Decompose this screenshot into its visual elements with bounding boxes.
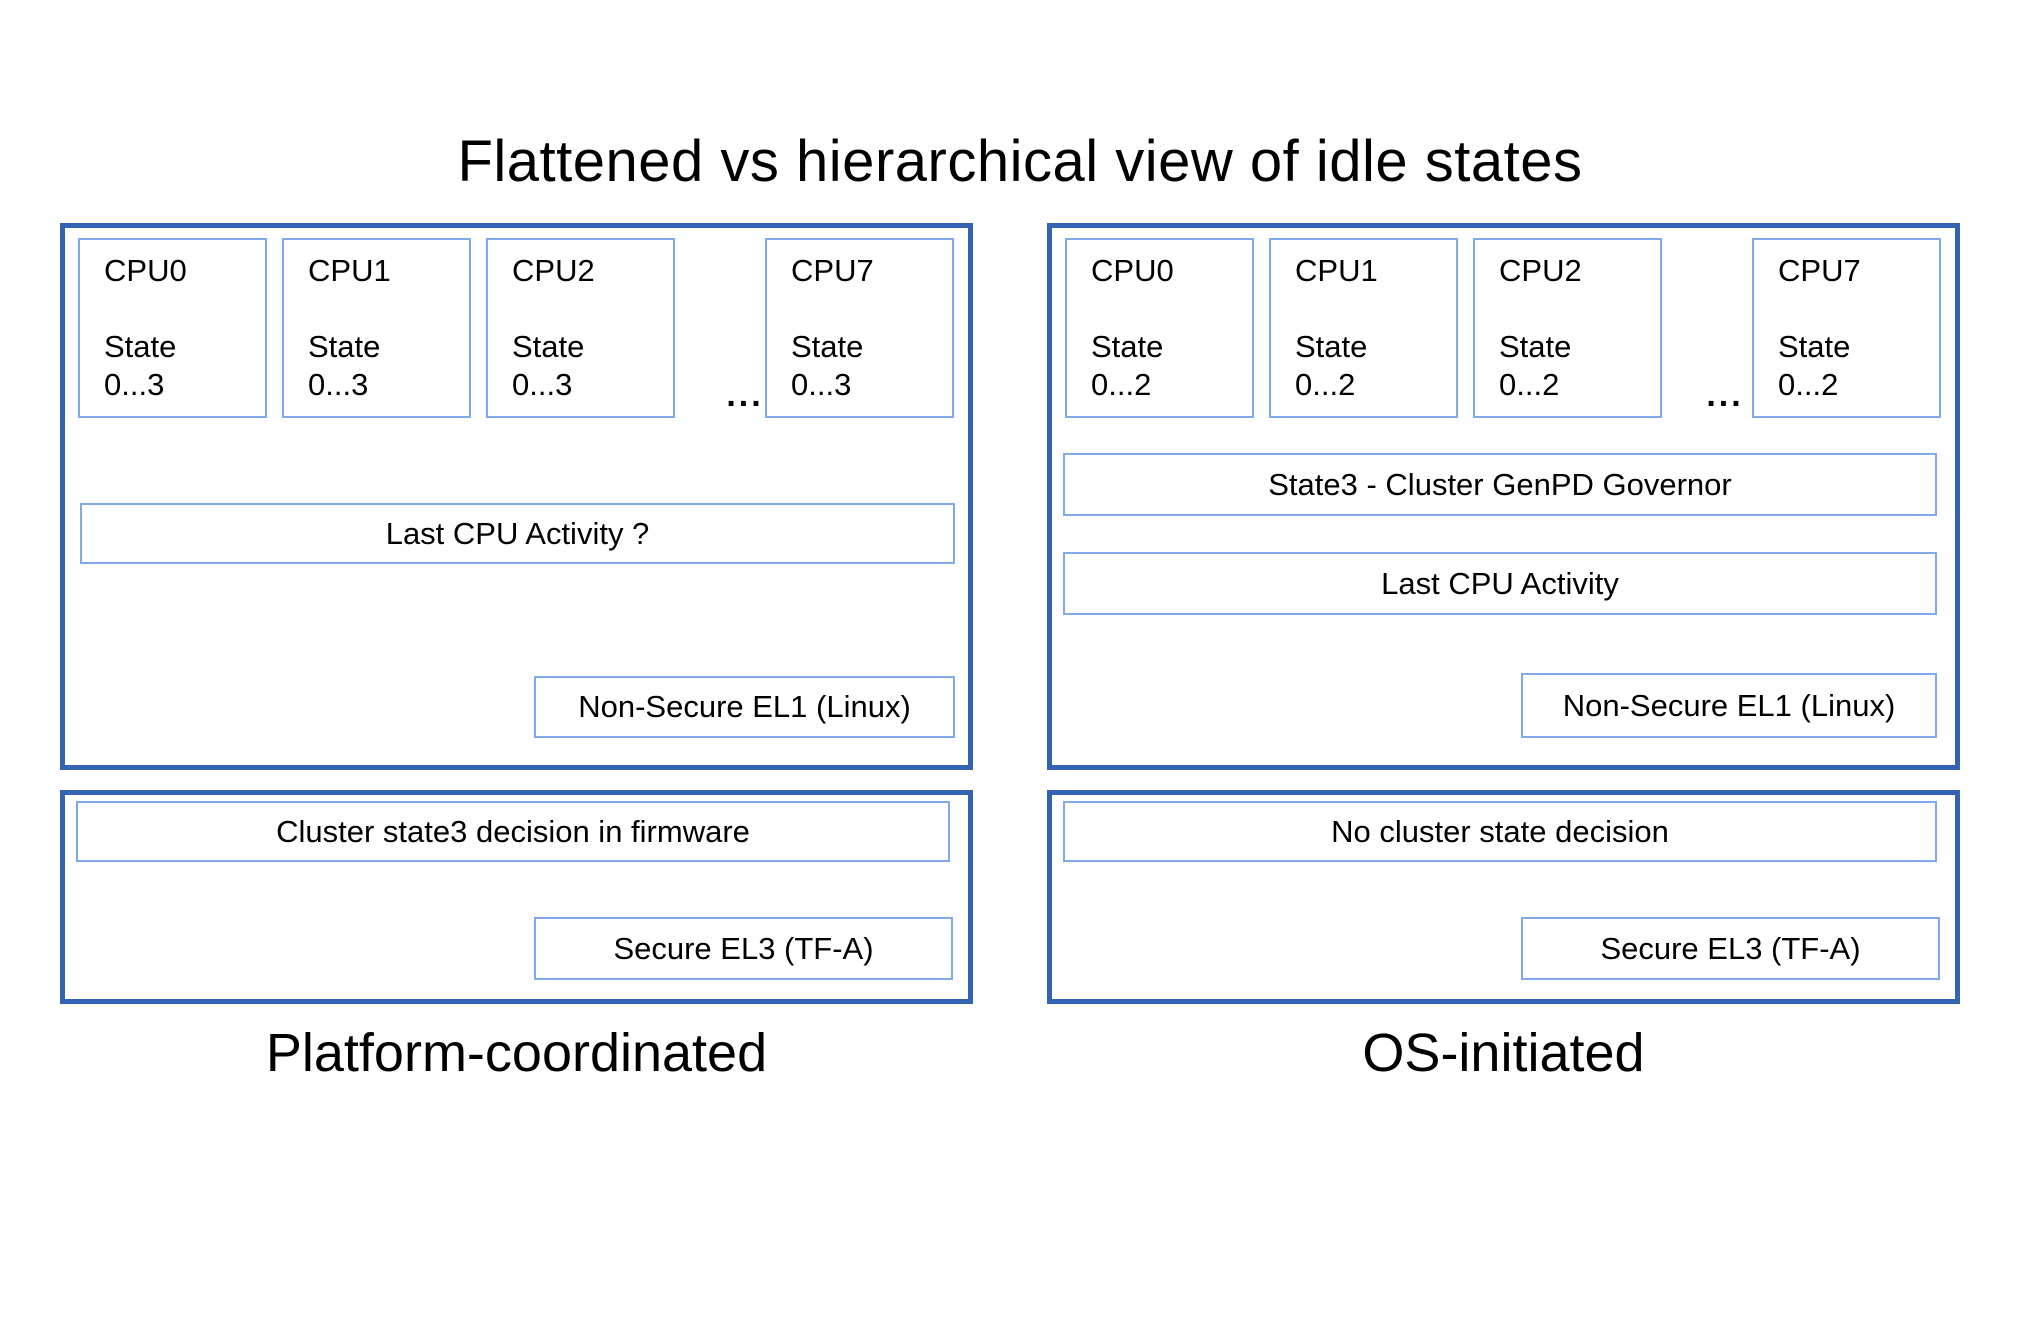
cpu-state-range: 0...2 [1091, 367, 1152, 403]
non-secure-el1-box: Non-Secure EL1 (Linux) [1521, 673, 1937, 738]
cpu-name: CPU1 [1295, 253, 1378, 288]
caption-os-initiated: OS-initiated [1362, 1023, 1645, 1083]
cpu-name: CPU2 [512, 253, 595, 288]
caption-platform-coordinated: Platform-coordinated [265, 1023, 768, 1083]
right-secure-panel: No cluster state decision Secure EL3 (TF… [1047, 790, 1960, 1004]
cpu-state-label: State [791, 329, 864, 365]
cpu-state-range: 0...2 [1295, 367, 1356, 403]
cpu-state-label: State [1778, 329, 1851, 365]
cpu-state-range: 0...2 [1778, 367, 1839, 403]
cpu-state-label: State [104, 329, 177, 365]
secure-el3-box: Secure EL3 (TF-A) [534, 917, 953, 980]
cpu-state-range: 0...3 [791, 367, 852, 403]
cpu-state-label: State [1091, 329, 1164, 365]
cpu-state-label: State [512, 329, 585, 365]
cpu-state-label: State [1499, 329, 1572, 365]
cpu-name: CPU0 [104, 253, 187, 288]
cpu-ellipsis: ... [1706, 376, 1744, 414]
cluster-decision-box: Cluster state3 decision in firmware [76, 801, 950, 862]
cpu-state-label: State [308, 329, 381, 365]
last-cpu-activity-box: Last CPU Activity ? [80, 503, 955, 564]
cpu-name: CPU7 [791, 253, 874, 288]
cpu-state-range: 0...3 [512, 367, 573, 403]
cpu-state-label: State [1295, 329, 1368, 365]
secure-el3-box: Secure EL3 (TF-A) [1521, 917, 1940, 980]
cpu-state-range: 0...3 [308, 367, 369, 403]
non-secure-el1-box: Non-Secure EL1 (Linux) [534, 676, 955, 738]
cpu-name: CPU7 [1778, 253, 1861, 288]
left-secure-panel: Cluster state3 decision in firmware Secu… [60, 790, 973, 1004]
cluster-decision-box: No cluster state decision [1063, 801, 1937, 862]
genpd-governor-box: State3 - Cluster GenPD Governor [1063, 453, 1937, 516]
cpu-name: CPU0 [1091, 253, 1174, 288]
cpu-ellipsis: ... [726, 376, 764, 414]
slide-title: Flattened vs hierarchical view of idle s… [457, 129, 1583, 194]
cpu-name: CPU1 [308, 253, 391, 288]
cpu-state-range: 0...2 [1499, 367, 1560, 403]
cpu-name: CPU2 [1499, 253, 1582, 288]
cpu-state-range: 0...3 [104, 367, 165, 403]
last-cpu-activity-box: Last CPU Activity [1063, 552, 1937, 615]
